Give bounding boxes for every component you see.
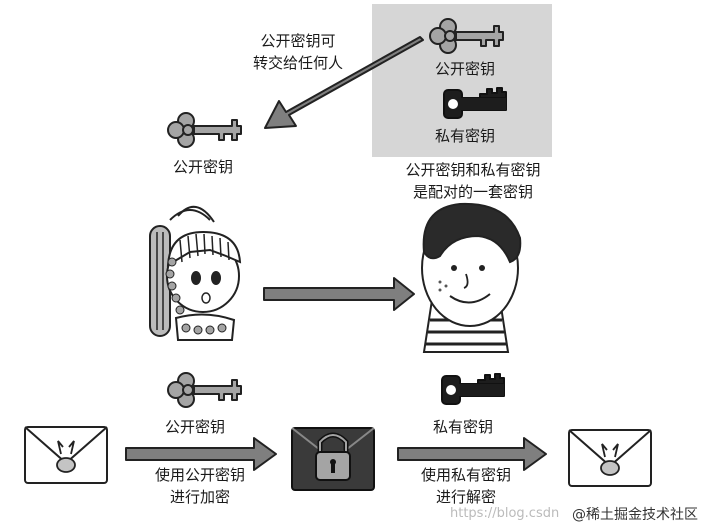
panel-public-key-icon <box>429 18 504 54</box>
pair-note-line-1: 公开密钥和私有密钥 <box>405 161 541 179</box>
shared-public-key-icon <box>167 112 242 148</box>
pair-note-line-2: 是配对的一套密钥 <box>412 183 533 201</box>
pair-note: 公开密钥和私有密钥 是配对的一套密钥 <box>378 159 568 203</box>
plain-envelope-right-icon <box>568 429 652 487</box>
decrypt-step-line-1: 使用私有密钥 <box>420 466 511 484</box>
receiver-boy-icon <box>421 202 522 353</box>
panel-private-key-label: 私有密钥 <box>434 127 495 145</box>
watermark-url: https://blog.csdn <box>450 506 560 521</box>
send-key-arrow <box>263 277 415 311</box>
shared-public-key-label: 公开密钥 <box>172 158 233 176</box>
key-pair-panel <box>372 4 552 157</box>
watermark-brand: @稀土掘金技术社区 <box>572 507 698 523</box>
plain-envelope-left-icon <box>24 426 108 484</box>
decrypt-step: 使用私有密钥 进行解密 <box>406 464 526 508</box>
encrypt-public-key-icon <box>167 372 242 408</box>
encrypt-step: 使用公开密钥 进行加密 <box>140 464 260 508</box>
encrypt-step-line-2: 进行加密 <box>169 488 230 506</box>
transfer-note: 公开密钥可 转交给任何人 <box>238 30 358 74</box>
locked-envelope-icon <box>291 427 375 491</box>
decrypt-arrow <box>397 437 547 471</box>
transfer-note-line-2: 转交给任何人 <box>252 54 343 72</box>
decrypt-private-key-icon <box>441 373 505 405</box>
encrypt-arrow <box>125 437 277 471</box>
decrypt-private-key-label: 私有密钥 <box>432 418 493 436</box>
transfer-note-line-1: 公开密钥可 <box>260 32 336 50</box>
panel-public-key-label: 公开密钥 <box>434 60 495 78</box>
panel-private-key-icon <box>443 87 507 119</box>
encrypt-public-key-label: 公开密钥 <box>164 418 225 436</box>
encrypt-step-line-1: 使用公开密钥 <box>154 466 245 484</box>
sender-girl-icon <box>149 206 242 341</box>
transfer-arrow <box>264 36 424 129</box>
decrypt-step-line-2: 进行解密 <box>435 488 496 506</box>
